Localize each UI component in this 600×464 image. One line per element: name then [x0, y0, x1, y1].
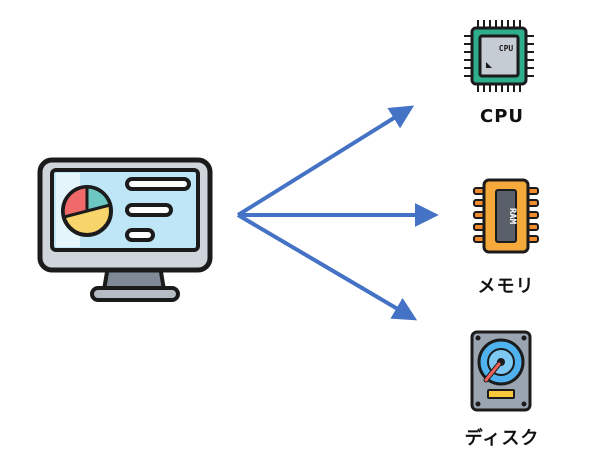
ram-module-icon: RAM [473, 178, 539, 254]
memory-label: メモリ [477, 276, 535, 297]
arrow-to-disk [236, 213, 418, 321]
ram-chip-text: RAM [507, 208, 517, 225]
arrow-to-cpu [236, 105, 415, 217]
cpu-chip-icon: CPU [464, 20, 534, 92]
cpu-chip-text: CPU [499, 44, 514, 53]
desktop-monitor-chart-icon [37, 157, 213, 302]
cpu-label: CPU [479, 106, 525, 127]
disk-label: ディスク [464, 428, 540, 449]
hard-disk-icon [470, 330, 532, 412]
